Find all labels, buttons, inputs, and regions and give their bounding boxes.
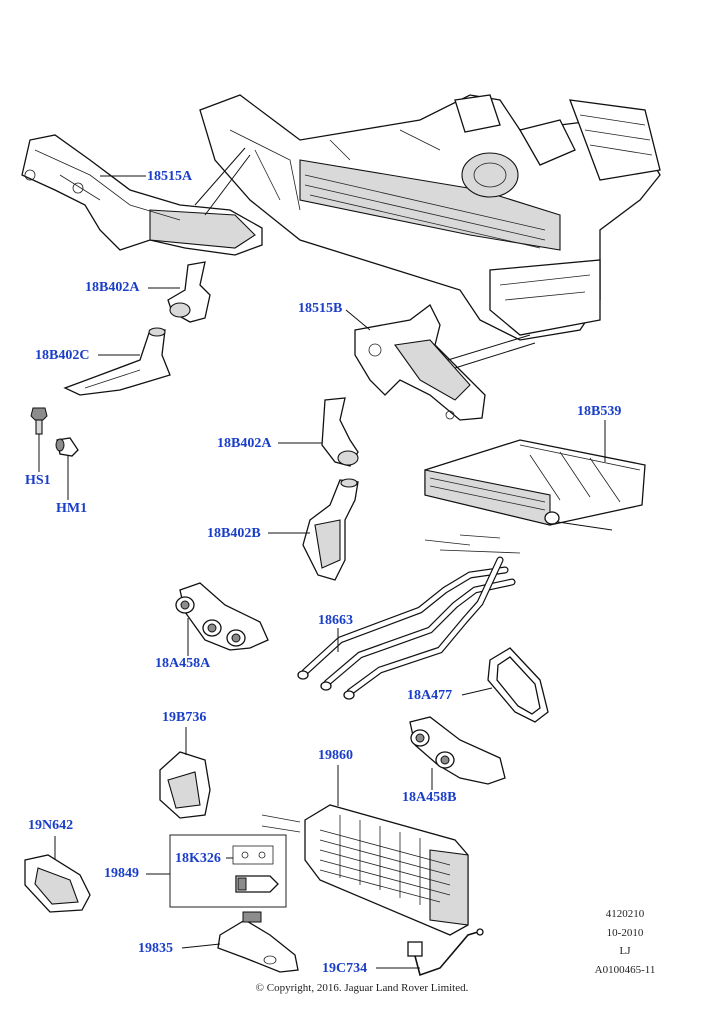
callout-18B402C: 18B402C (35, 348, 90, 363)
part-19C734 (407, 928, 484, 977)
callout-19B736: 19B736 (162, 710, 207, 725)
callout-19C734: 19C734 (322, 961, 368, 976)
part-HS1 (30, 407, 48, 435)
part-19N642 (24, 854, 91, 913)
callout-19N642: 19N642 (28, 818, 74, 833)
part-18B402B (302, 478, 359, 581)
drawing-number: A0100465-11 (594, 964, 656, 976)
callout-19860: 19860 (318, 748, 353, 763)
part-18B402A-mid (321, 397, 359, 467)
callout-HM1: HM1 (56, 501, 88, 516)
part-18A458A (175, 582, 269, 651)
drawing-date: 10-2010 (606, 927, 644, 939)
part-18515A (21, 134, 263, 256)
callout-19849: 19849 (104, 866, 139, 881)
copyright-notice: © Copyright, 2016. Jaguar Land Rover Lim… (255, 982, 469, 994)
callout-18B402A-mid: 18B402A (217, 436, 272, 451)
hvac-assembly (199, 94, 661, 341)
callout-18B402A-top: 18B402A (85, 280, 140, 295)
part-19835 (217, 911, 299, 973)
callout-18A458B: 18A458B (402, 790, 457, 805)
callout-18K326: 18K326 (175, 851, 221, 866)
drawing-ref: 4120210 (605, 908, 645, 920)
callout-18A458A: 18A458A (155, 656, 211, 671)
part-18515B (354, 304, 486, 421)
part-18A477 (487, 647, 549, 723)
callout-18B539: 18B539 (577, 404, 622, 419)
callout-18B402B: 18B402B (207, 526, 261, 541)
part-HM1 (55, 437, 79, 457)
part-18B402A-top (167, 261, 211, 323)
part-18B539 (424, 439, 646, 526)
callout-HS1: HS1 (25, 473, 51, 488)
part-19849-group (169, 834, 287, 908)
part-18A458B (409, 716, 506, 785)
part-18B402C (63, 327, 171, 396)
callout-19835: 19835 (138, 941, 173, 956)
callout-18A477: 18A477 (407, 688, 453, 703)
drawing-code: LJ (619, 945, 631, 957)
part-19860 (261, 804, 469, 936)
part-19B736 (159, 751, 211, 819)
callout-18515B: 18515B (298, 301, 343, 316)
callout-18663: 18663 (318, 613, 353, 628)
part-18663 (297, 534, 521, 700)
callout-18515A: 18515A (147, 169, 193, 184)
